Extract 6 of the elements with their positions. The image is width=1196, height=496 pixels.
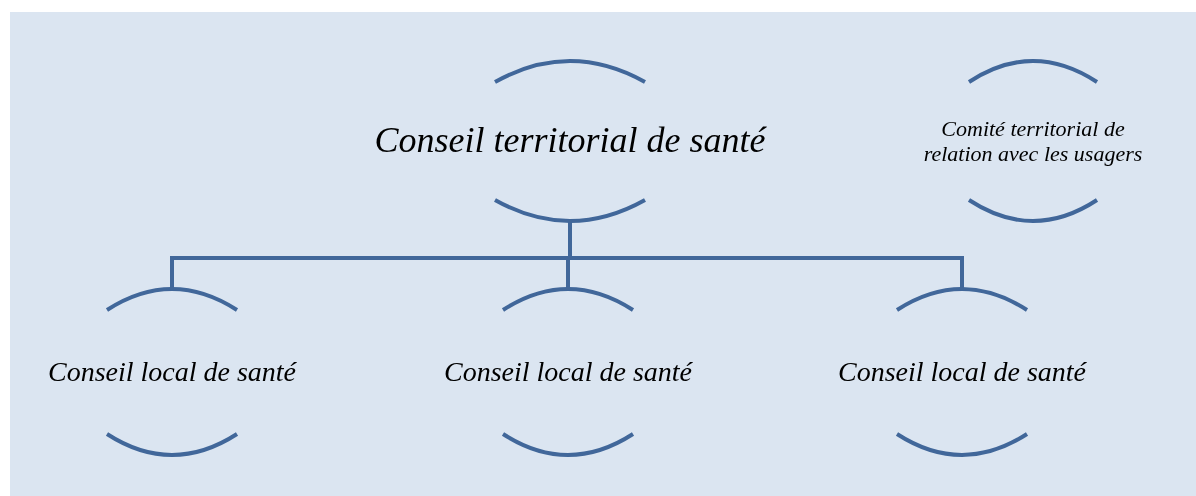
node-label: Conseil local de santé [47, 355, 297, 389]
connector-line [568, 222, 964, 288]
node-label: Comité territorial de relation avec les usagers [922, 115, 1144, 167]
node-label: Conseil local de santé [837, 355, 1087, 389]
node-label: Conseil local de santé [443, 355, 693, 389]
node-label: Conseil territorial de santé [374, 120, 766, 162]
